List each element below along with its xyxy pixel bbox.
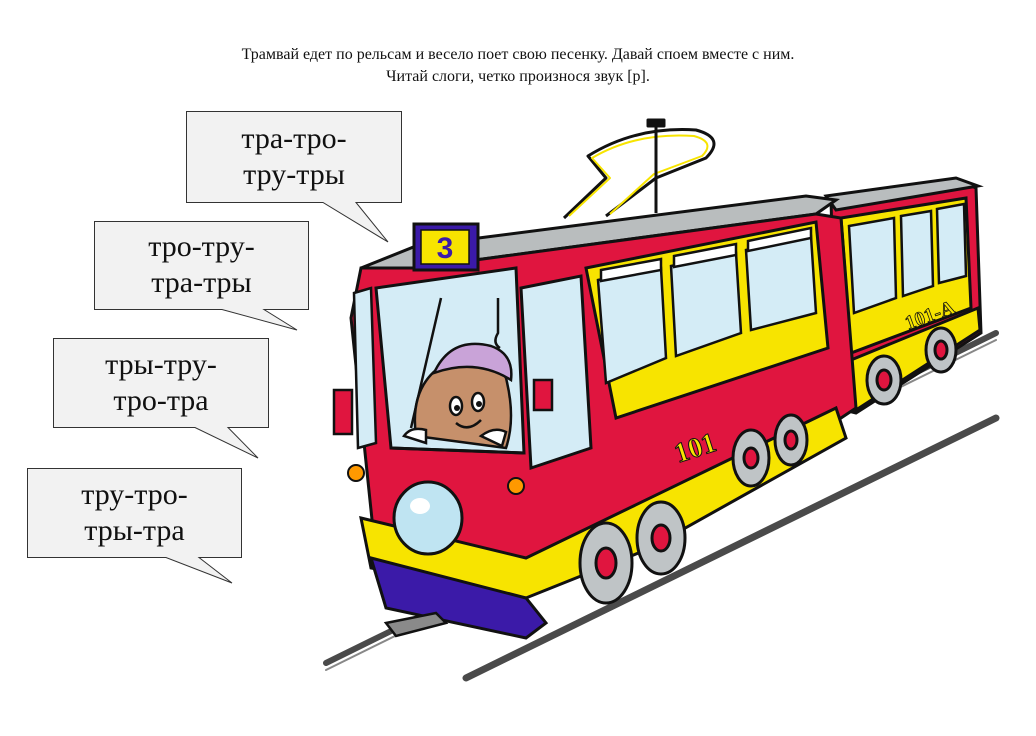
- bubble-3-line-2: тро-тра: [113, 384, 209, 417]
- speech-bubble-3-shape: [53, 338, 269, 459]
- speech-bubble-4-shape: [27, 468, 242, 584]
- bubble-3-text: тры-тру- тро-тра: [53, 347, 269, 419]
- bubble-4-line-2: тры-тра: [84, 514, 185, 547]
- wheels: [578, 413, 809, 605]
- side-mirror: [332, 388, 354, 436]
- bubble-2-line-1: тро-тру-: [148, 230, 255, 263]
- bubble-1-line-2: тру-тры: [243, 158, 345, 191]
- instructions: Трамвай едет по рельсам и весело поет св…: [0, 44, 1036, 88]
- coupler: [383, 611, 449, 638]
- speech-bubble-3: тры-тру- тро-тра: [53, 338, 269, 459]
- instruction-line-2: Читай слоги, четко произнося звук [р].: [386, 68, 650, 85]
- bubble-4-line-1: тру-тро-: [81, 478, 188, 511]
- pantograph: [562, 118, 716, 220]
- bubble-1-line-1: тра-тро-: [241, 122, 347, 155]
- bubble-1-text: тра-тро- тру-тры: [186, 121, 402, 193]
- door: [519, 274, 593, 471]
- bubble-4-text: тру-тро- тры-тра: [27, 477, 242, 549]
- bubble-2-line-2: тра-тры: [151, 266, 252, 299]
- headlight: [392, 480, 464, 556]
- front-car: 3 101: [332, 194, 858, 640]
- speech-bubble-1-shape: [186, 111, 402, 243]
- speech-bubble-4: тру-тро- тры-тра: [27, 468, 242, 584]
- driver: [402, 342, 513, 450]
- side-windows: [596, 226, 818, 385]
- tram-illustration: 101-А: [323, 118, 1000, 682]
- speech-bubble-1: тра-тро- тру-тры: [186, 111, 402, 243]
- bubble-3-line-1: тры-тру-: [105, 348, 217, 381]
- speech-bubble-2: тро-тру- тра-тры: [94, 221, 309, 331]
- bubble-2-text: тро-тру- тра-тры: [94, 229, 309, 301]
- route-sign: 3: [412, 222, 480, 272]
- rear-car: 101-А: [823, 176, 984, 415]
- speech-bubble-2-shape: [94, 221, 309, 331]
- route-number: 3: [437, 232, 454, 265]
- instruction-line-1: Трамвай едет по рельсам и весело поет св…: [241, 46, 795, 63]
